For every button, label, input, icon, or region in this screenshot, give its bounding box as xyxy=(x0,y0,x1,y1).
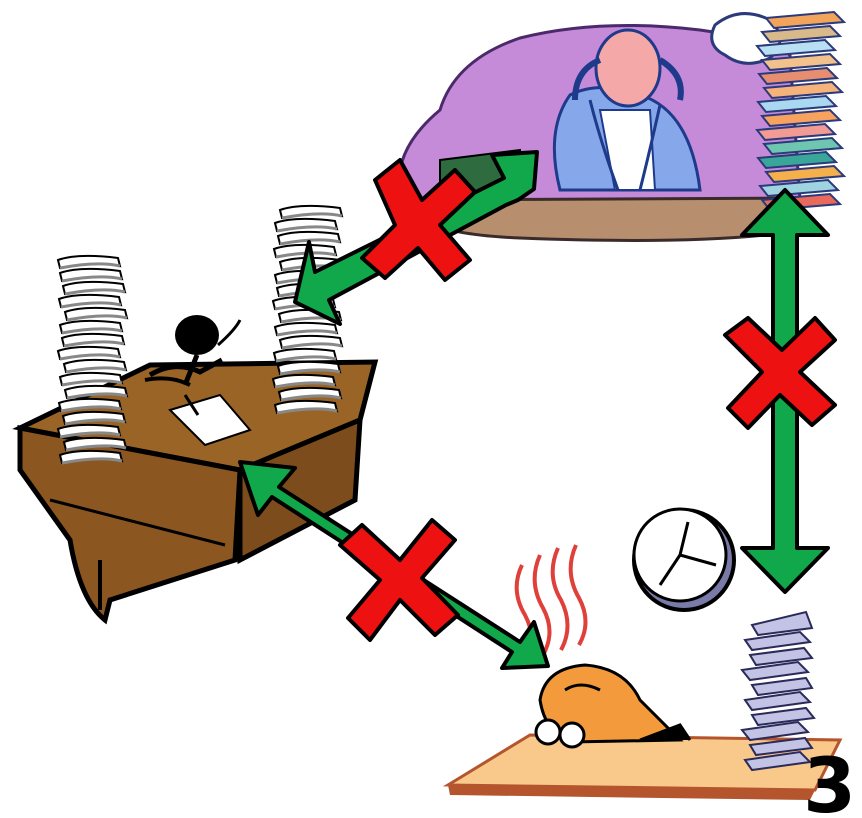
cross-clerk-worker-icon xyxy=(340,520,458,640)
wall-clock-icon xyxy=(634,509,734,610)
page-number: 3 xyxy=(803,748,856,818)
paper-stack-left-icon xyxy=(58,256,127,463)
